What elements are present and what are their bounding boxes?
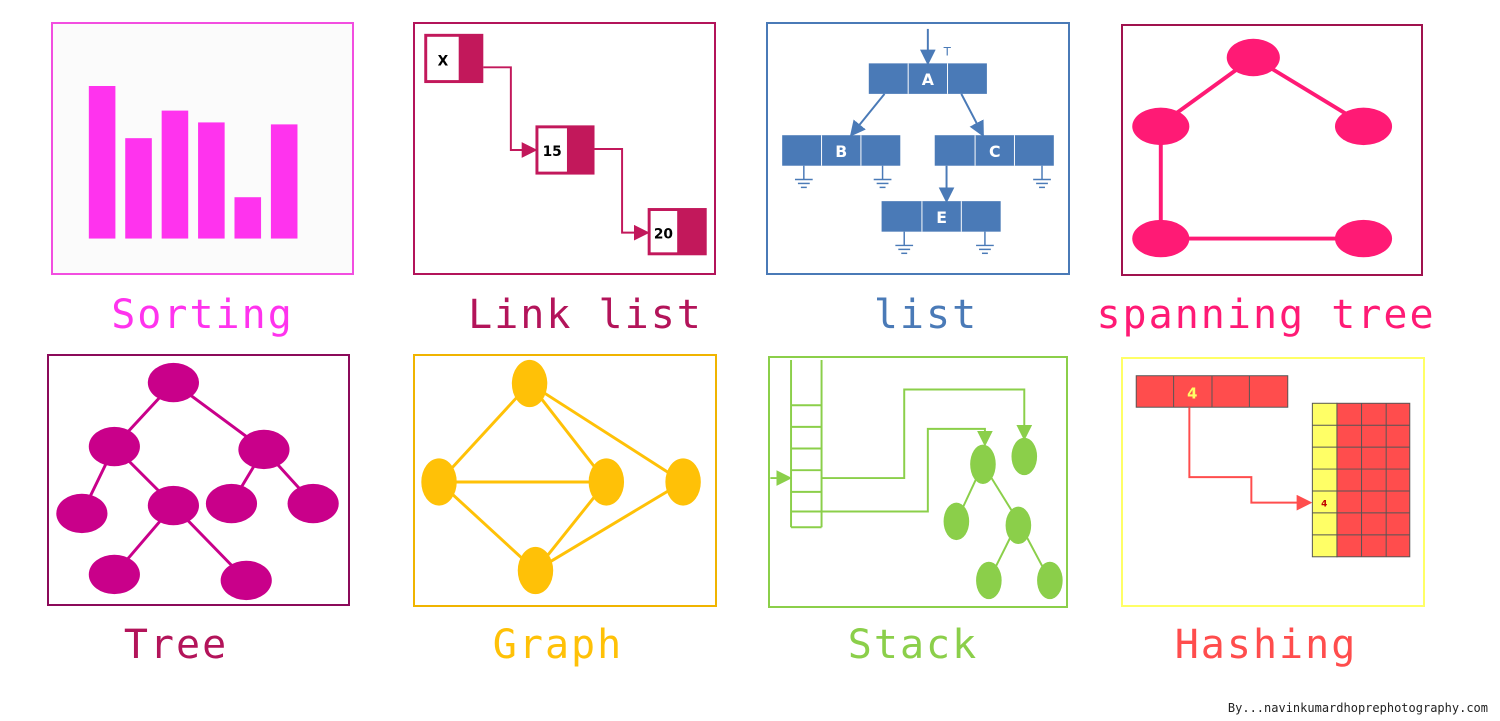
linklist-node-2: 15 [535,125,595,175]
spanning-tree-panel [1121,24,1423,276]
hashing-panel: 4 4 [1121,357,1425,607]
list-node-c-label: C [989,142,1001,161]
tree-node [238,429,290,470]
hash-key-array: 4 [1135,375,1289,408]
stack-tree-node [976,561,1002,600]
credit-text: By...navinkumardhoprephotography.com [1227,701,1488,715]
graph-node [511,359,548,408]
caption-hashing: Hashing [1174,622,1358,668]
caption-spanning-tree: spanning tree [1096,292,1436,338]
hash-table: 4 [1311,402,1411,558]
spanning-node-top [1226,38,1280,77]
sorting-bar [198,122,225,239]
linklist-node-1: X [424,33,484,84]
stack-tree-node [943,502,970,541]
list-node-e: E [881,201,1001,232]
linklist-node-3: 20 [647,208,707,256]
tree-node-root [147,362,199,403]
tree-node [88,554,140,595]
sorting-bar [270,124,298,239]
graph-diagram [421,359,701,595]
list-panel: T A B C E [766,22,1070,275]
graph-node [421,458,457,506]
linklist-node-3-label: 20 [654,227,673,243]
graph-node [665,458,701,506]
stack-tree-node [1005,506,1032,544]
spanning-node-left [1132,107,1190,146]
linklist-diagram: X 15 20 [424,33,707,256]
tree-node [147,485,199,526]
sorting-panel [51,22,354,275]
stack-tree-node [1037,561,1063,600]
caption-graph: Graph [492,622,624,668]
hash-key-value: 4 [1187,385,1197,402]
spanning-tree-diagram [1132,38,1393,258]
tree-diagram [56,362,339,601]
list-diagram: T A B C E [782,28,1054,255]
stack-tree-node [1011,437,1038,476]
tree-node [88,426,140,467]
caption-sorting: Sorting [111,292,294,338]
list-node-a-label: A [922,70,935,89]
spanning-node-bottom-left [1132,219,1190,258]
tree-node [220,560,272,601]
sorting-bar [88,86,116,239]
linklist-node-2-label: 15 [543,144,562,160]
linklist-node-1-label: X [438,53,449,69]
list-node-a: A [868,63,987,94]
list-top-label: T [943,44,952,58]
spanning-node-bottom-right [1334,219,1393,258]
graph-panel [413,354,717,607]
tree-node [205,483,258,524]
hashing-diagram: 4 4 [1135,375,1411,558]
spanning-node-right [1334,107,1393,146]
list-node-b: B [782,135,901,166]
sorting-bar [125,138,152,239]
hash-slot-value: 4 [1321,500,1327,510]
linklist-panel: X 15 20 [413,22,716,275]
tree-node [287,483,339,524]
list-node-c: C [934,135,1054,166]
list-node-b-label: B [835,142,847,161]
caption-tree: Tree [123,622,229,668]
caption-stack: Stack [847,622,979,668]
tree-panel [47,354,350,606]
stack-panel [768,356,1068,608]
caption-list: list [873,292,979,338]
sorting-bar [234,197,262,239]
list-node-e-label: E [936,208,947,227]
stack-diagram [770,359,1063,600]
sorting-diagram [88,86,298,239]
caption-linklist: Link list [468,292,703,338]
graph-node [517,546,554,595]
stack-tree-node [970,444,996,484]
tree-node [56,493,108,534]
sorting-bar [161,110,189,239]
graph-node [588,458,625,506]
